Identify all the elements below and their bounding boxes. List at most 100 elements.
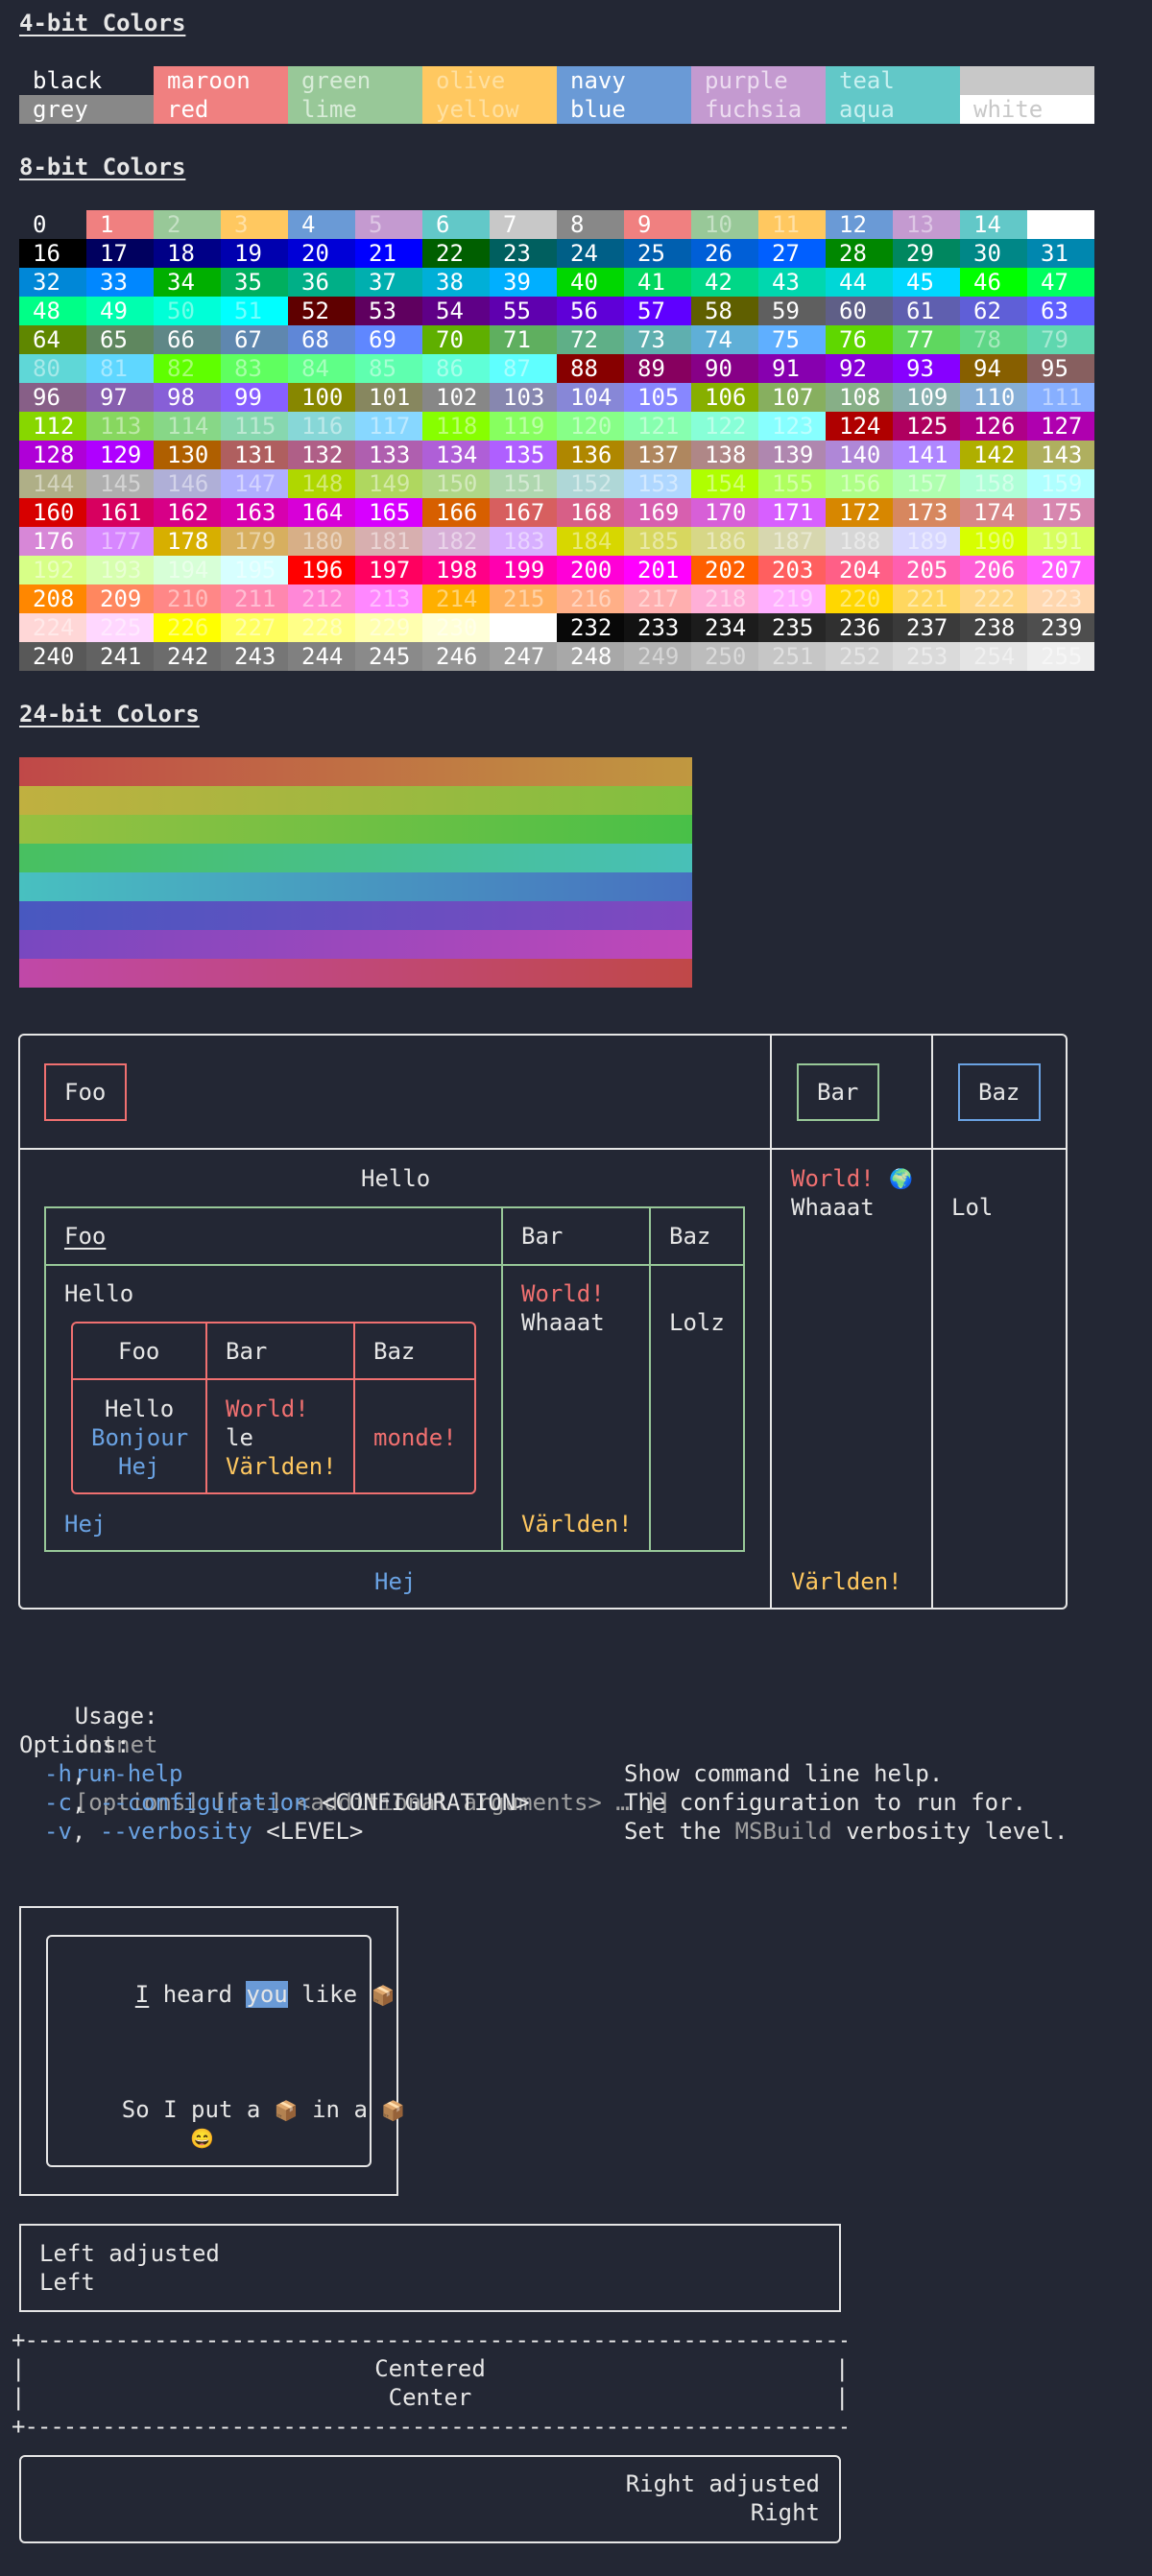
eight-bit-swatch: 139 (758, 441, 826, 469)
eight-bit-swatch: 152 (557, 469, 624, 498)
eight-bit-swatch: 189 (893, 527, 960, 556)
eight-bit-swatch: 202 (691, 556, 758, 584)
eight-bit-swatch: 95 (1027, 354, 1094, 383)
eight-bit-swatch: 88 (557, 354, 624, 383)
gradient-band (19, 757, 692, 786)
eight-bit-swatch: 196 (288, 556, 355, 584)
eight-bit-swatch: 191 (1027, 527, 1094, 556)
eight-bit-swatch: 161 (86, 498, 154, 527)
eight-bit-swatch: 249 (624, 642, 691, 671)
eight-bit-swatch: 231 (490, 613, 557, 642)
option-desc-highlight: MSBuild (734, 1818, 832, 1845)
eight-bit-swatch: 240 (19, 642, 86, 671)
eight-bit-swatch: 91 (758, 354, 826, 383)
usage-label: Usage: (74, 1703, 158, 1729)
eight-bit-swatch: 207 (1027, 556, 1094, 584)
eight-bit-swatch: 185 (624, 527, 691, 556)
eight-bit-swatch: 147 (221, 469, 288, 498)
eight-bit-swatch: 116 (288, 412, 355, 441)
eight-bit-swatch: 29 (893, 239, 960, 268)
eight-bit-swatch: 63 (1027, 297, 1094, 325)
eight-bit-swatch: 125 (893, 412, 960, 441)
gradient-band (19, 872, 692, 901)
eight-bit-swatch: 227 (221, 613, 288, 642)
eight-bit-swatch: 148 (288, 469, 355, 498)
eight-bit-swatch: 176 (19, 527, 86, 556)
four-bit-swatch: black (19, 66, 154, 95)
eight-bit-swatch: 8 (557, 210, 624, 239)
eight-bit-swatch: 180 (288, 527, 355, 556)
eight-bit-swatch: 162 (154, 498, 221, 527)
eight-bit-swatch: 138 (691, 441, 758, 469)
eight-bit-swatch: 7 (490, 210, 557, 239)
cell-whaaat: Whaaat (791, 1194, 875, 1221)
four-bit-swatch: aqua (826, 95, 960, 124)
eight-bit-swatch: 68 (288, 325, 355, 354)
inner-cell-lolz: Lolz (669, 1309, 725, 1336)
eight-bit-swatch: 119 (490, 412, 557, 441)
gradient-band (19, 901, 692, 930)
eight-bit-swatch: 0 (19, 210, 86, 239)
eight-bit-swatch: 151 (490, 469, 557, 498)
eight-bit-swatch: 38 (422, 268, 490, 297)
eight-bit-swatch: 90 (691, 354, 758, 383)
eight-bit-swatch: 84 (288, 354, 355, 383)
heading-24bit: 24-bit Colors (19, 701, 200, 727)
eight-bit-swatch: 1 (86, 210, 154, 239)
eight-bit-swatch: 47 (1027, 268, 1094, 297)
option-desc-text: The configuration to run for. (624, 1789, 1027, 1816)
eight-bit-swatch: 69 (355, 325, 422, 354)
eight-bit-swatch: 206 (960, 556, 1027, 584)
eight-bit-swatch: 75 (758, 325, 826, 354)
option-row: -v, --verbosity <LEVEL> (44, 1817, 363, 1846)
eight-bit-swatch: 60 (826, 297, 893, 325)
four-bit-swatch: grey (19, 95, 154, 124)
header-baz-box (958, 1063, 1041, 1121)
eight-bit-swatch: 238 (960, 613, 1027, 642)
eight-bit-swatch: 87 (490, 354, 557, 383)
options-label: Options: (19, 1731, 131, 1758)
eight-bit-swatch: 221 (893, 584, 960, 613)
option-description: Show command line help. (624, 1759, 943, 1788)
innermost-header-baz: Baz (373, 1338, 416, 1365)
eight-bit-swatch: 4 (288, 210, 355, 239)
eight-bit-swatch: 144 (19, 469, 86, 498)
eight-bit-swatch: 112 (19, 412, 86, 441)
eight-bit-swatch: 174 (960, 498, 1027, 527)
eight-bit-swatch: 208 (19, 584, 86, 613)
heading-8bit: 8-bit Colors (19, 154, 186, 180)
emoji-text-put: So I put a (121, 2096, 275, 2123)
eight-bit-swatch: 93 (893, 354, 960, 383)
emoji-text-in: in a (298, 2096, 382, 2123)
eight-bit-swatch: 243 (221, 642, 288, 671)
four-bit-swatch: yellow (422, 95, 557, 124)
eight-bit-swatch: 45 (893, 268, 960, 297)
eight-bit-swatch: 153 (624, 469, 691, 498)
option-row: -c, --configuration <CONFIGURATION> (44, 1788, 530, 1817)
eight-bit-swatch: 61 (893, 297, 960, 325)
eight-bit-swatch: 226 (154, 613, 221, 642)
eight-bit-swatch: 210 (154, 584, 221, 613)
eight-bit-swatch: 22 (422, 239, 490, 268)
eight-bit-swatch: 16 (19, 239, 86, 268)
eight-bit-swatch: 104 (557, 383, 624, 412)
innermost-header-foo: Foo (118, 1338, 160, 1365)
eight-bit-swatch: 163 (221, 498, 288, 527)
eight-bit-swatch: 59 (758, 297, 826, 325)
eight-bit-swatch: 182 (422, 527, 490, 556)
eight-bit-swatch: 253 (893, 642, 960, 671)
eight-bit-swatch: 225 (86, 613, 154, 642)
eight-bit-swatch: 57 (624, 297, 691, 325)
eight-bit-swatch: 110 (960, 383, 1027, 412)
eight-bit-swatch: 205 (893, 556, 960, 584)
innermost-cell-world: World! (226, 1395, 309, 1422)
eight-bit-swatch: 159 (1027, 469, 1094, 498)
emoji-text-heard: heard (149, 1981, 247, 2008)
eight-bit-swatch: 130 (154, 441, 221, 469)
center-line-1: Centered (374, 2355, 486, 2382)
eight-bit-swatch: 128 (19, 441, 86, 469)
eight-bit-swatch: 86 (422, 354, 490, 383)
twenty-four-bit-gradient (19, 757, 692, 988)
eight-bit-swatch: 85 (355, 354, 422, 383)
